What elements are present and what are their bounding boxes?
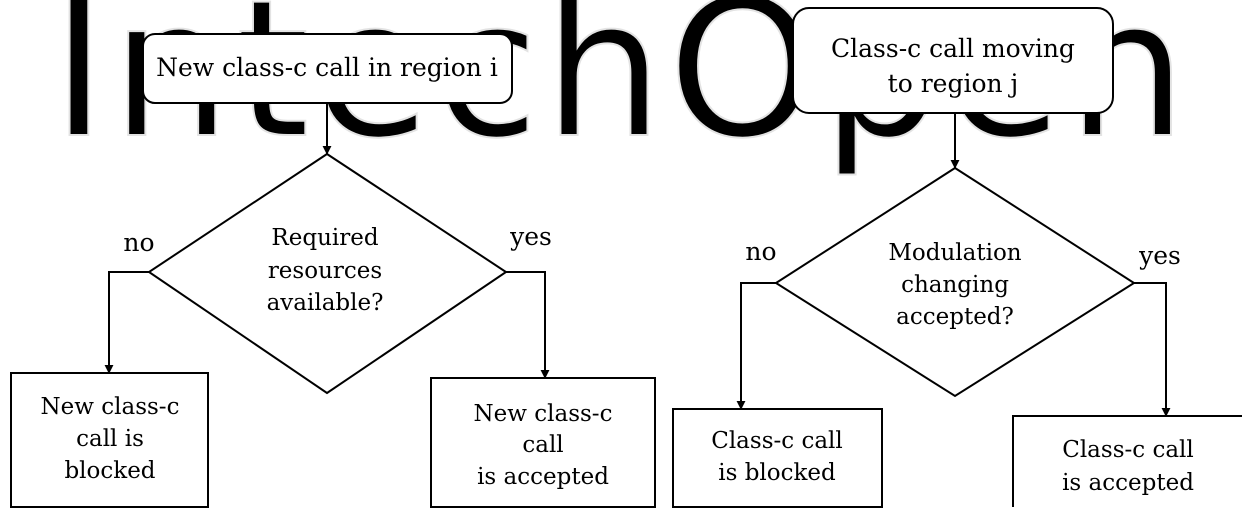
left-accepted-line-2: call [522,432,563,458]
right-blocked-line-1: Class-c call [711,428,843,454]
left-no-label: no [123,228,154,257]
left-blocked-box [10,372,209,508]
right-blocked-box [672,408,883,508]
right-decision-line-2: changing [901,272,1009,298]
left-accepted-box [430,377,656,508]
left-yes-arrow [506,271,550,379]
right-start-line-1: Class-c call moving [831,34,1075,63]
right-decision-line-1: Modulation [888,240,1021,266]
right-decision-diamond [774,166,1136,398]
right-no-arrow [736,282,776,410]
left-blocked-line-1: New class-c [41,394,180,420]
right-accepted-box [1012,415,1242,507]
right-flow: Class-c call moving to region j Modulati… [672,7,1242,508]
left-accepted-line-1: New class-c [474,401,613,427]
right-blocked-line-2: is blocked [718,460,836,486]
right-decision-line-3: accepted? [896,304,1014,330]
left-accepted-line-3: is accepted [477,464,609,490]
left-blocked-line-2: call is [76,426,144,452]
left-decision-line-1: Required [271,225,378,251]
left-no-arrow [104,271,149,374]
left-decision-line-3: available? [267,290,384,316]
left-start-text: New class-c call in region i [156,53,498,82]
right-start-box [792,7,1114,114]
right-yes-arrow [1134,282,1171,417]
left-flow: New class-c call in region i Required re… [10,33,656,508]
right-accepted-line-1: Class-c call [1062,437,1194,463]
left-decision-line-2: resources [268,258,382,284]
right-accepted-line-2: is accepted [1062,470,1194,496]
left-blocked-line-3: blocked [64,458,155,484]
right-no-label: no [745,237,776,266]
left-decision-diamond [147,152,508,395]
right-yes-label: yes [1138,241,1181,270]
left-yes-label: yes [509,222,552,251]
right-start-line-2: to region j [888,69,1019,98]
